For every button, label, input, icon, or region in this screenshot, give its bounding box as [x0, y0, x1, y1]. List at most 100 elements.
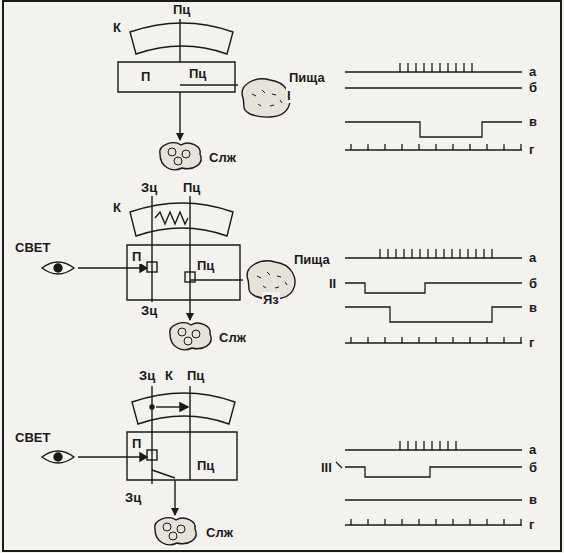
signal-label: Пц — [188, 66, 207, 81]
trace-letter: а — [528, 64, 537, 79]
signal-label: СВЕТ — [14, 430, 51, 445]
shape-outline — [170, 323, 211, 350]
subcortex-box: П — [118, 62, 235, 92]
nerve-connector — [179, 92, 180, 140]
node-label: Слж — [208, 150, 237, 165]
trace-line — [345, 307, 522, 322]
trace-letter: а — [528, 250, 537, 265]
shape-outline — [178, 328, 200, 345]
panel-number: III — [320, 460, 333, 475]
shape-outline — [163, 523, 185, 540]
trace-letter: а — [528, 442, 537, 457]
trace-letter: г — [528, 517, 535, 532]
cortex-arc: К — [110, 198, 235, 238]
shape-outline — [130, 23, 233, 54]
shape-outline — [127, 245, 240, 300]
nerve-path — [147, 450, 157, 460]
shape-outline — [155, 518, 196, 545]
shape-outline — [130, 203, 233, 236]
nerve-path — [189, 432, 190, 480]
nerve-path — [190, 279, 240, 280]
nerve-path — [180, 403, 188, 411]
node-label: П — [131, 436, 142, 451]
trace-line — [336, 63, 522, 525]
nerve-connector — [174, 480, 175, 515]
nerve-path — [151, 196, 152, 302]
nerve-path — [78, 267, 147, 268]
trace-line — [345, 519, 522, 525]
trace-letter: в — [528, 114, 538, 129]
signal-label: Пц — [172, 2, 191, 17]
nerve-path — [147, 262, 157, 272]
shape-outline — [127, 432, 237, 480]
eye-icon — [42, 451, 74, 463]
trace-line — [345, 63, 522, 72]
trace-line — [345, 441, 522, 450]
nerve-path — [78, 456, 147, 457]
nerve-path — [189, 196, 190, 238]
shape-outline — [257, 272, 287, 288]
node-label: П — [140, 69, 151, 84]
node-label: Пища — [293, 252, 331, 267]
shape-outline — [160, 143, 201, 170]
node-label: К — [112, 200, 122, 215]
trace-line — [345, 87, 522, 88]
trace-line — [345, 144, 522, 150]
trace-letter: г — [528, 142, 535, 157]
panel-number: II — [328, 276, 337, 291]
panel-number: I — [286, 88, 292, 103]
signal-label: Яз — [262, 292, 280, 307]
subcortex-box: П — [127, 245, 240, 300]
subcortex-box-shape — [127, 432, 237, 480]
nerve-path — [140, 453, 147, 461]
node-label: Слж — [205, 525, 234, 540]
signal-label: Зц — [124, 490, 142, 505]
signal-label: Пц — [186, 368, 205, 383]
cortex-arc-shape — [110, 18, 235, 56]
signal-label: Зц — [140, 303, 158, 318]
eye-icon — [42, 262, 74, 274]
salivary-gland: Слж — [153, 515, 248, 549]
subcortex-box: П — [127, 432, 237, 480]
nerve-path — [179, 19, 180, 56]
signal-label: Зц — [138, 368, 156, 383]
cortex-arc: К — [110, 18, 235, 56]
nerve-path — [155, 212, 188, 224]
shape-outline — [118, 62, 235, 92]
nerve-connector — [189, 426, 190, 432]
node-label: Слж — [218, 330, 247, 345]
frame — [3, 1, 561, 551]
subcortex-box-shape — [118, 62, 235, 92]
signal-label: Пц — [182, 180, 201, 195]
nerve-connector — [189, 300, 190, 320]
shape-outline — [132, 393, 235, 424]
nerve-path — [151, 386, 152, 484]
trace-letter: г — [528, 335, 535, 350]
trace-letter: б — [528, 460, 538, 475]
node-label: К — [164, 368, 174, 383]
cortex-arc-shape — [110, 198, 235, 238]
trace-letter: б — [528, 276, 538, 291]
eye-icon — [54, 264, 62, 272]
signal-label: Пц — [196, 458, 215, 473]
trace-line — [336, 462, 342, 468]
nerve-path — [180, 19, 235, 85]
nerve-path — [78, 196, 240, 302]
nerve-path — [152, 470, 175, 478]
signal-label: Пц — [196, 258, 215, 273]
shape-outline — [252, 90, 282, 106]
nerve-path — [180, 84, 235, 85]
shape-outline — [242, 79, 290, 117]
cortex-arc-shape — [112, 388, 237, 426]
shape-outline — [168, 148, 190, 165]
salivary-gland: Слж — [168, 320, 260, 354]
trace-line — [345, 337, 522, 343]
trace-letter: б — [528, 80, 538, 95]
node-label: Пища — [288, 70, 326, 85]
trace-line — [345, 249, 522, 258]
cortex-arc: К — [112, 388, 237, 426]
subcortex-box-shape — [127, 245, 240, 300]
trace-line — [345, 283, 522, 293]
nerve-connector — [189, 238, 190, 245]
